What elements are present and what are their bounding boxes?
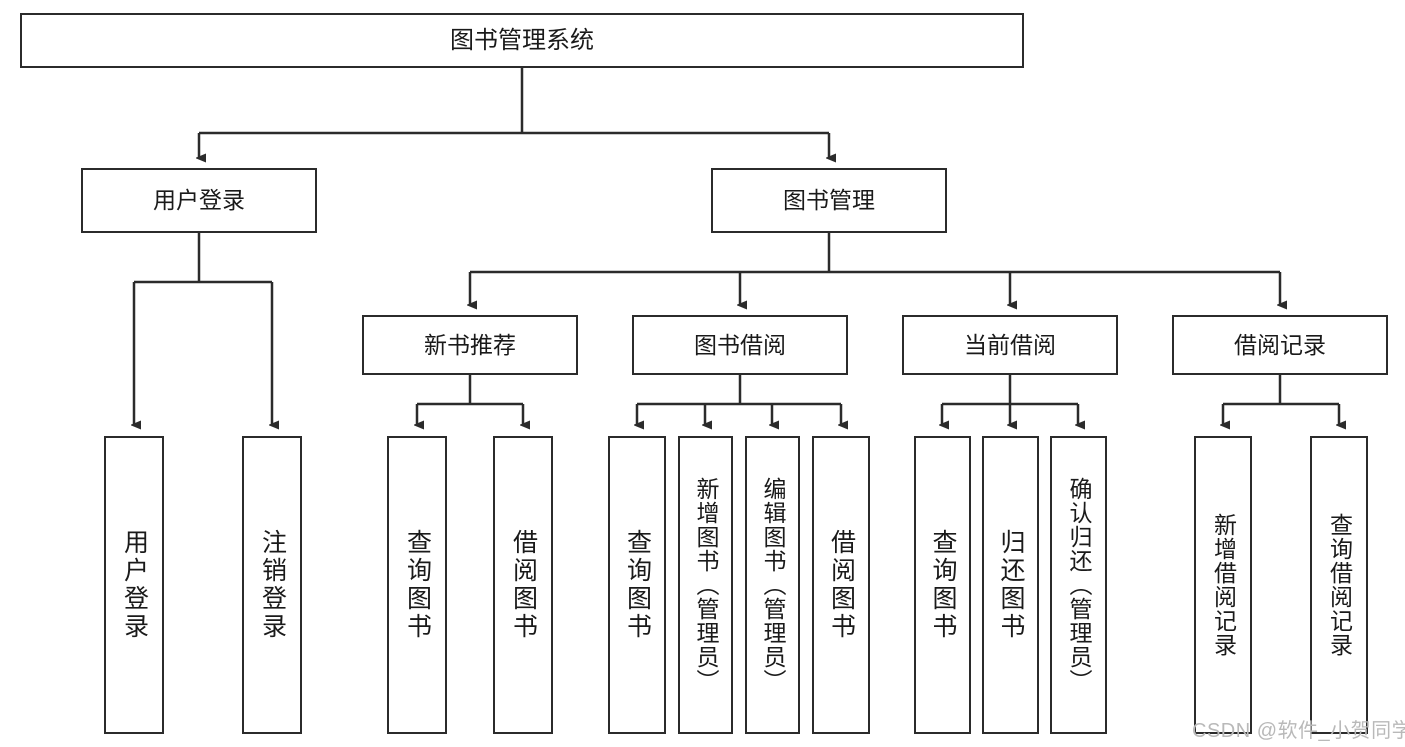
node-root-system[interactable]: 图书管理系统 <box>20 13 1024 68</box>
leaf-user-login-logout[interactable]: 注销登录 <box>242 436 302 734</box>
leaf-record-query-record[interactable]: 查询借阅记录 <box>1310 436 1368 734</box>
node-book-borrow[interactable]: 图书借阅 <box>632 315 848 375</box>
node-label: 确认归还（管理员） <box>1066 477 1092 693</box>
node-label: 查询图书 <box>623 529 652 641</box>
node-label: 用户登录 <box>153 187 245 214</box>
node-label: 借阅图书 <box>509 529 538 641</box>
node-new-book-recommend[interactable]: 新书推荐 <box>362 315 578 375</box>
node-label: 注销登录 <box>258 529 287 641</box>
node-label: 借阅图书 <box>827 529 856 641</box>
leaf-current-confirm-return-admin[interactable]: 确认归还（管理员） <box>1050 436 1107 734</box>
node-label: 新增借阅记录 <box>1210 513 1237 657</box>
node-label: 查询借阅记录 <box>1326 513 1353 657</box>
leaf-user-login-login[interactable]: 用户登录 <box>104 436 164 734</box>
node-label: 借阅记录 <box>1234 331 1326 358</box>
leaf-recommend-borrow-book[interactable]: 借阅图书 <box>493 436 553 734</box>
node-label: 用户登录 <box>120 529 149 641</box>
node-label: 当前借阅 <box>964 331 1056 358</box>
leaf-borrow-add-book-admin[interactable]: 新增图书（管理员） <box>678 436 733 734</box>
leaf-borrow-borrow-book[interactable]: 借阅图书 <box>812 436 870 734</box>
node-label: 新增图书（管理员） <box>693 477 719 693</box>
leaf-current-query-book[interactable]: 查询图书 <box>914 436 971 734</box>
csdn-watermark: CSDN @软件_小贺同学 <box>1192 720 1405 742</box>
node-label: 图书借阅 <box>694 331 786 358</box>
leaf-record-add-record[interactable]: 新增借阅记录 <box>1194 436 1252 734</box>
node-current-borrow[interactable]: 当前借阅 <box>902 315 1118 375</box>
node-label: 图书管理 <box>783 187 875 214</box>
node-label: 查询图书 <box>929 529 957 641</box>
node-label: 新书推荐 <box>424 331 516 358</box>
node-label: 查询图书 <box>403 529 432 641</box>
node-borrow-record[interactable]: 借阅记录 <box>1172 315 1388 375</box>
node-book-management[interactable]: 图书管理 <box>711 168 947 233</box>
leaf-borrow-query-book[interactable]: 查询图书 <box>608 436 666 734</box>
leaf-borrow-edit-book-admin[interactable]: 编辑图书（管理员） <box>745 436 800 734</box>
node-label: 编辑图书（管理员） <box>760 477 786 693</box>
node-label: 图书管理系统 <box>450 26 594 54</box>
leaf-recommend-query-book[interactable]: 查询图书 <box>387 436 447 734</box>
node-user-login[interactable]: 用户登录 <box>81 168 317 233</box>
node-label: 归还图书 <box>997 529 1025 641</box>
leaf-current-return-book[interactable]: 归还图书 <box>982 436 1039 734</box>
